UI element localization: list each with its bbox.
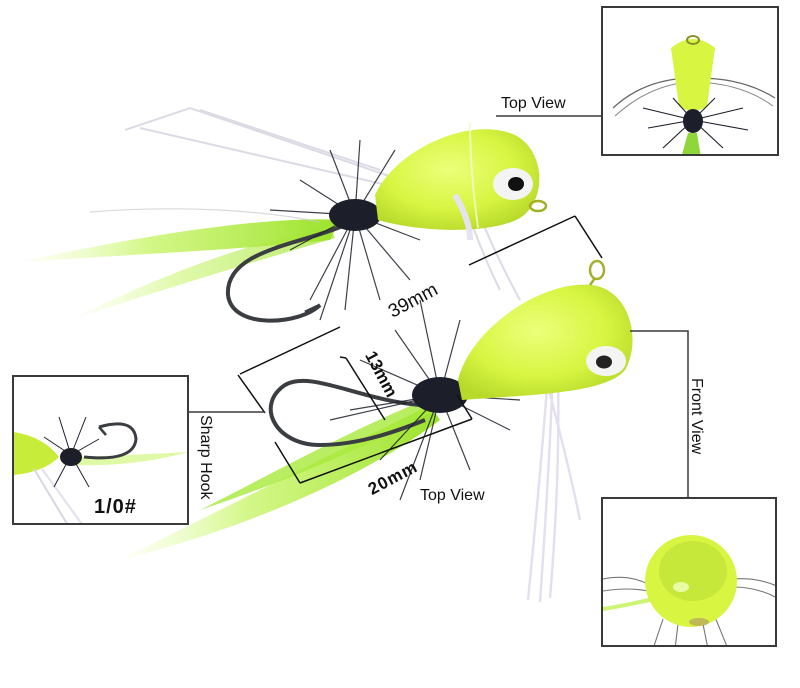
inset-top-view — [601, 6, 779, 156]
lower-lure — [120, 259, 633, 603]
top-view-caption-upper: Top View — [501, 95, 566, 112]
front-view-image — [603, 535, 775, 645]
top-view-image — [612, 35, 776, 154]
lower-lure-eyelet — [588, 259, 606, 281]
lower-lure-hook — [268, 378, 426, 448]
lower-lure-head — [458, 284, 633, 400]
upper-lure-head — [375, 129, 540, 230]
inset-hook-detail: 1/0# — [12, 375, 189, 525]
upper-lure-eyelet — [528, 199, 548, 213]
upper-lure-hook — [225, 223, 346, 323]
hook-detail-image — [14, 416, 187, 523]
sharp-hook-caption: Sharp Hook — [197, 415, 214, 500]
dimension-39mm-bracket — [239, 215, 603, 375]
upper-lure — [20, 106, 548, 323]
front-view-caption: Front View — [688, 378, 705, 455]
lower-lure-legs — [526, 374, 582, 603]
top-view-caption-lower: Top View — [420, 487, 485, 504]
inset-front-view — [601, 497, 777, 647]
upper-lure-tail — [20, 219, 340, 262]
dimension-hook-box — [237, 356, 473, 484]
leader-lines — [189, 115, 689, 497]
hook-size-label: 1/0# — [94, 496, 137, 518]
